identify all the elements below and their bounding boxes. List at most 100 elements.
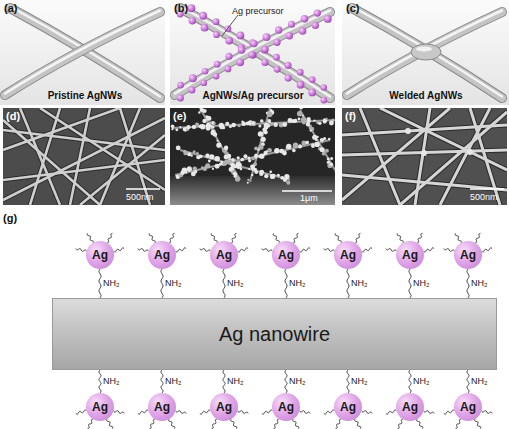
- sem-particle: [194, 170, 197, 173]
- element-symbol: Ag: [340, 401, 356, 413]
- sem-particle: [214, 156, 220, 162]
- ligand-chain: [417, 419, 423, 429]
- sem-particle: [263, 122, 265, 124]
- sem-particle: [190, 154, 192, 156]
- sem-wire: [300, 110, 335, 170]
- sem-particle: [328, 138, 331, 141]
- sem-particle: [292, 149, 296, 153]
- precursor-particle: [262, 46, 269, 53]
- sem-particle: [311, 143, 315, 147]
- precursor-particle: [312, 22, 319, 29]
- ligand-chain: [149, 233, 155, 243]
- sem-particle: [176, 145, 181, 150]
- amine-linker: [99, 370, 101, 393]
- amine-label: NH₂: [227, 377, 244, 386]
- scale-label: 500nm: [470, 193, 498, 202]
- precursor-particle: [314, 9, 321, 16]
- amine-label: NH₂: [165, 279, 182, 288]
- ligand-chain: [455, 233, 461, 243]
- sem-particle: [329, 162, 333, 166]
- amine-linker: [223, 370, 225, 393]
- precursor-particle: [187, 4, 195, 12]
- ligand-chain: [273, 233, 279, 243]
- precursor-particle: [301, 15, 309, 23]
- sem-particle: [284, 174, 289, 179]
- nanowire-pair: [175, 7, 330, 99]
- sem-particle: [200, 124, 205, 129]
- sem-particle: [267, 112, 272, 117]
- sem-particle: [297, 111, 302, 116]
- amine-linker: [347, 269, 349, 298]
- sem-particle: [293, 142, 298, 147]
- sem-particle: [310, 125, 312, 127]
- precursor-particle: [212, 18, 219, 25]
- amine-label: NH₂: [413, 279, 430, 288]
- sem-particle: [237, 156, 240, 159]
- sem-wire: [3, 108, 120, 150]
- sem-particle: [254, 153, 257, 156]
- sem-particle: [277, 174, 280, 177]
- precursor-particle: [274, 66, 281, 73]
- sem-wire-shadow: [3, 118, 165, 200]
- ligand-chain: [355, 419, 361, 429]
- sem-particle: [258, 131, 263, 136]
- sem-particle: [258, 124, 261, 127]
- panel-a-illustration: [0, 0, 165, 105]
- sem-particle: [198, 111, 200, 113]
- ligand-chain: [444, 249, 455, 252]
- ligand-chain: [262, 249, 273, 252]
- ligand-chain: [475, 233, 481, 243]
- ligand-chain: [293, 419, 299, 429]
- silver-particle: Ag: [396, 241, 424, 269]
- panel-a-illustration: [0, 0, 165, 105]
- amine-linker: [285, 370, 287, 393]
- amine-linker: [467, 269, 469, 298]
- sem-wire: [440, 108, 490, 205]
- sem-particle: [182, 167, 188, 173]
- sem-particle: [251, 167, 255, 171]
- silver-particle: Ag: [86, 241, 114, 269]
- amine-label: NH₂: [103, 279, 120, 288]
- sem-particle: [222, 126, 225, 129]
- sem-particle: [329, 120, 334, 125]
- scale-bar: [282, 190, 332, 192]
- precursor-particle: [248, 51, 255, 58]
- precursor-particle: [273, 54, 280, 61]
- precursor-particle: [261, 59, 268, 66]
- scale-label: 500nm: [126, 193, 154, 202]
- sem-particle: [323, 118, 328, 123]
- sem-particle: [267, 119, 271, 123]
- sem-wire: [380, 108, 507, 170]
- amine-linker: [347, 370, 349, 393]
- sem-particle: [208, 160, 211, 163]
- sem-particle: [293, 145, 296, 148]
- sem-particle: [206, 154, 209, 157]
- sem-particle: [211, 121, 215, 125]
- sem-particle: [305, 141, 308, 144]
- sem-particle: [323, 137, 326, 140]
- sem-particle: [293, 119, 297, 123]
- sem-particle: [263, 130, 267, 134]
- sem-wire-shadow: [3, 108, 165, 205]
- ligand-chain: [293, 233, 299, 243]
- precursor-particle: [177, 82, 184, 89]
- nanowire-label: Ag nanowire: [219, 324, 330, 344]
- sem-particle: [274, 148, 279, 153]
- ligand-chain: [231, 233, 237, 243]
- sem-particle: [196, 152, 199, 155]
- amine-linker: [161, 269, 163, 298]
- silver-particle: Ag: [334, 241, 362, 269]
- amine-label: NH₂: [289, 377, 306, 386]
- sem-image-d: [3, 108, 165, 205]
- amine-label: NH₂: [289, 279, 306, 288]
- precursor-particle: [284, 62, 291, 69]
- sem-particle: [257, 149, 259, 151]
- sem-particle: [238, 124, 241, 127]
- element-symbol: Ag: [216, 401, 232, 413]
- sem-particle: [335, 169, 336, 174]
- ligand-chain: [107, 233, 113, 243]
- element-symbol: Ag: [92, 401, 108, 413]
- sem-wire: [175, 140, 330, 175]
- ligand-chain: [482, 411, 493, 414]
- precursor-particle: [263, 33, 271, 41]
